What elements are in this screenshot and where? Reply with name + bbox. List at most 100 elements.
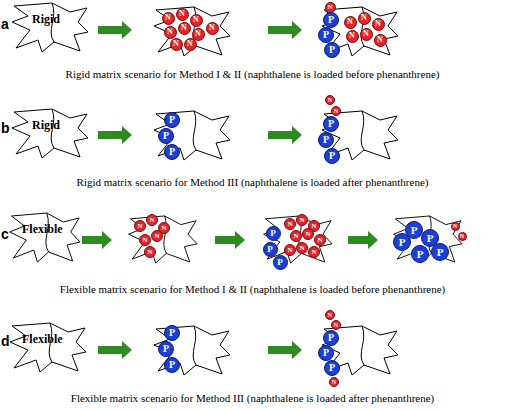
naphthalene-circle: N [451,222,460,231]
matrix-shape: Flexible [6,212,80,262]
molecule-label: N [361,14,367,22]
naphthalene-circle: N [372,18,385,31]
naphthalene-circle: N [170,38,183,51]
matrix-shape: Flexible [6,322,86,372]
panel-caption: Flexible matrix scenario for Method I & … [0,283,505,295]
matrix-label: Rigid [32,118,60,133]
molecule-label: P [328,119,334,129]
naphthalene-circle: N [151,230,163,242]
naphthalene-circle: N [296,242,308,254]
process-arrow [98,21,132,39]
naphthalene-circle: N [346,30,359,43]
process-arrow [215,231,245,249]
molecule-label: P [411,225,418,236]
panel-letter: b [1,120,10,136]
matrix-label: Flexible [22,222,63,237]
molecule-label: N [377,36,383,44]
matrix-outline [6,212,80,262]
phenanthrene-circle: P [324,148,340,164]
matrix-shape: Rigid [8,2,88,52]
phenanthrene-circle: P [273,255,288,270]
molecule-label: P [437,247,444,258]
naphthalene-circle: N [360,28,373,41]
molecule-label: N [193,16,199,24]
naphthalene-circle: N [146,214,158,226]
molecule-label: P [328,333,334,343]
naphthalene-circle: N [178,22,191,35]
naphthalene-circle: N [162,12,175,25]
molecule-label: N [299,217,304,224]
process-arrow [268,126,302,144]
phenanthrene-circle: P [318,132,334,148]
molecule-label: N [293,233,298,240]
molecule-label: N [327,4,332,11]
naphthalene-circle: N [331,320,341,330]
phenanthrene-circle: P [323,330,339,346]
naphthalene-circle: N [325,95,335,105]
phenanthrene-circle: P [323,116,339,132]
matrix-outline [154,7,230,56]
molecule-label: P [277,258,283,267]
molecule-label: N [311,223,316,230]
molecule-label: N [334,322,338,328]
molecule-label: P [323,135,329,145]
phenanthrene-circle: P [164,112,180,128]
matrix-outline [154,326,230,375]
phenanthrene-circle: P [164,144,180,160]
molecule-label: N [154,233,159,240]
molecule-label: N [328,312,332,318]
molecule-label: P [267,245,273,254]
molecule-label: P [417,249,424,260]
molecule-label: N [195,30,201,38]
naphthalene-circle: N [284,218,296,230]
matrix-outline [322,111,398,160]
molecule-label: N [167,28,173,36]
process-arrow [98,341,132,359]
phenanthrene-circle: P [266,226,281,241]
molecule-label: N [161,225,166,232]
naphthalene-circle: N [325,310,335,320]
naphthalene-circle: N [144,246,156,258]
molecule-label: N [209,24,215,32]
panel-letter: d [1,333,10,349]
matrix-outline [129,216,197,263]
naphthalene-circle: N [314,234,326,246]
phenanthrene-circle: P [411,245,429,263]
matrix-outline [154,111,230,160]
molecule-label: P [163,344,169,354]
molecule-label: P [169,360,175,370]
molecule-label: N [187,40,193,48]
matrix-outline [8,2,88,52]
panel-caption: Rigid matrix scenario for Method I & II … [0,68,505,80]
panel-caption: Rigid matrix scenario for Method III (na… [0,176,505,188]
molecule-label: P [163,131,169,141]
phenanthrene-circle: P [158,341,174,357]
matrix-label: Flexible [22,332,63,347]
phenanthrene-circle: P [164,325,180,341]
molecule-label: P [169,328,175,338]
molecule-label: N [334,108,338,114]
matrix-outline [394,216,462,263]
molecule-label: N [147,249,152,256]
molecule-label: P [329,45,335,55]
naphthalene-circle: N [296,214,308,226]
molecule-label: N [305,231,310,238]
molecule-label: N [349,32,355,40]
molecule-label: N [328,97,332,103]
phenanthrene-circle: P [323,12,339,28]
molecule-label: P [328,15,334,25]
molecule-label: P [329,363,335,373]
panel-caption: Flexible matrix scenario for Method III … [0,392,505,404]
process-arrow [268,341,302,359]
process-arrow [82,231,112,249]
phenanthrene-circle: P [318,27,334,43]
molecule-label: N [460,233,464,239]
phenanthrene-circle: P [324,42,340,58]
molecule-label: N [347,18,353,26]
molecule-label: P [399,237,406,248]
naphthalene-circle: N [329,377,339,387]
phenanthrene-circle: P [324,360,340,376]
molecule-label: N [173,40,179,48]
matrix-outline [10,213,80,262]
phenanthrene-circle: P [164,357,180,373]
